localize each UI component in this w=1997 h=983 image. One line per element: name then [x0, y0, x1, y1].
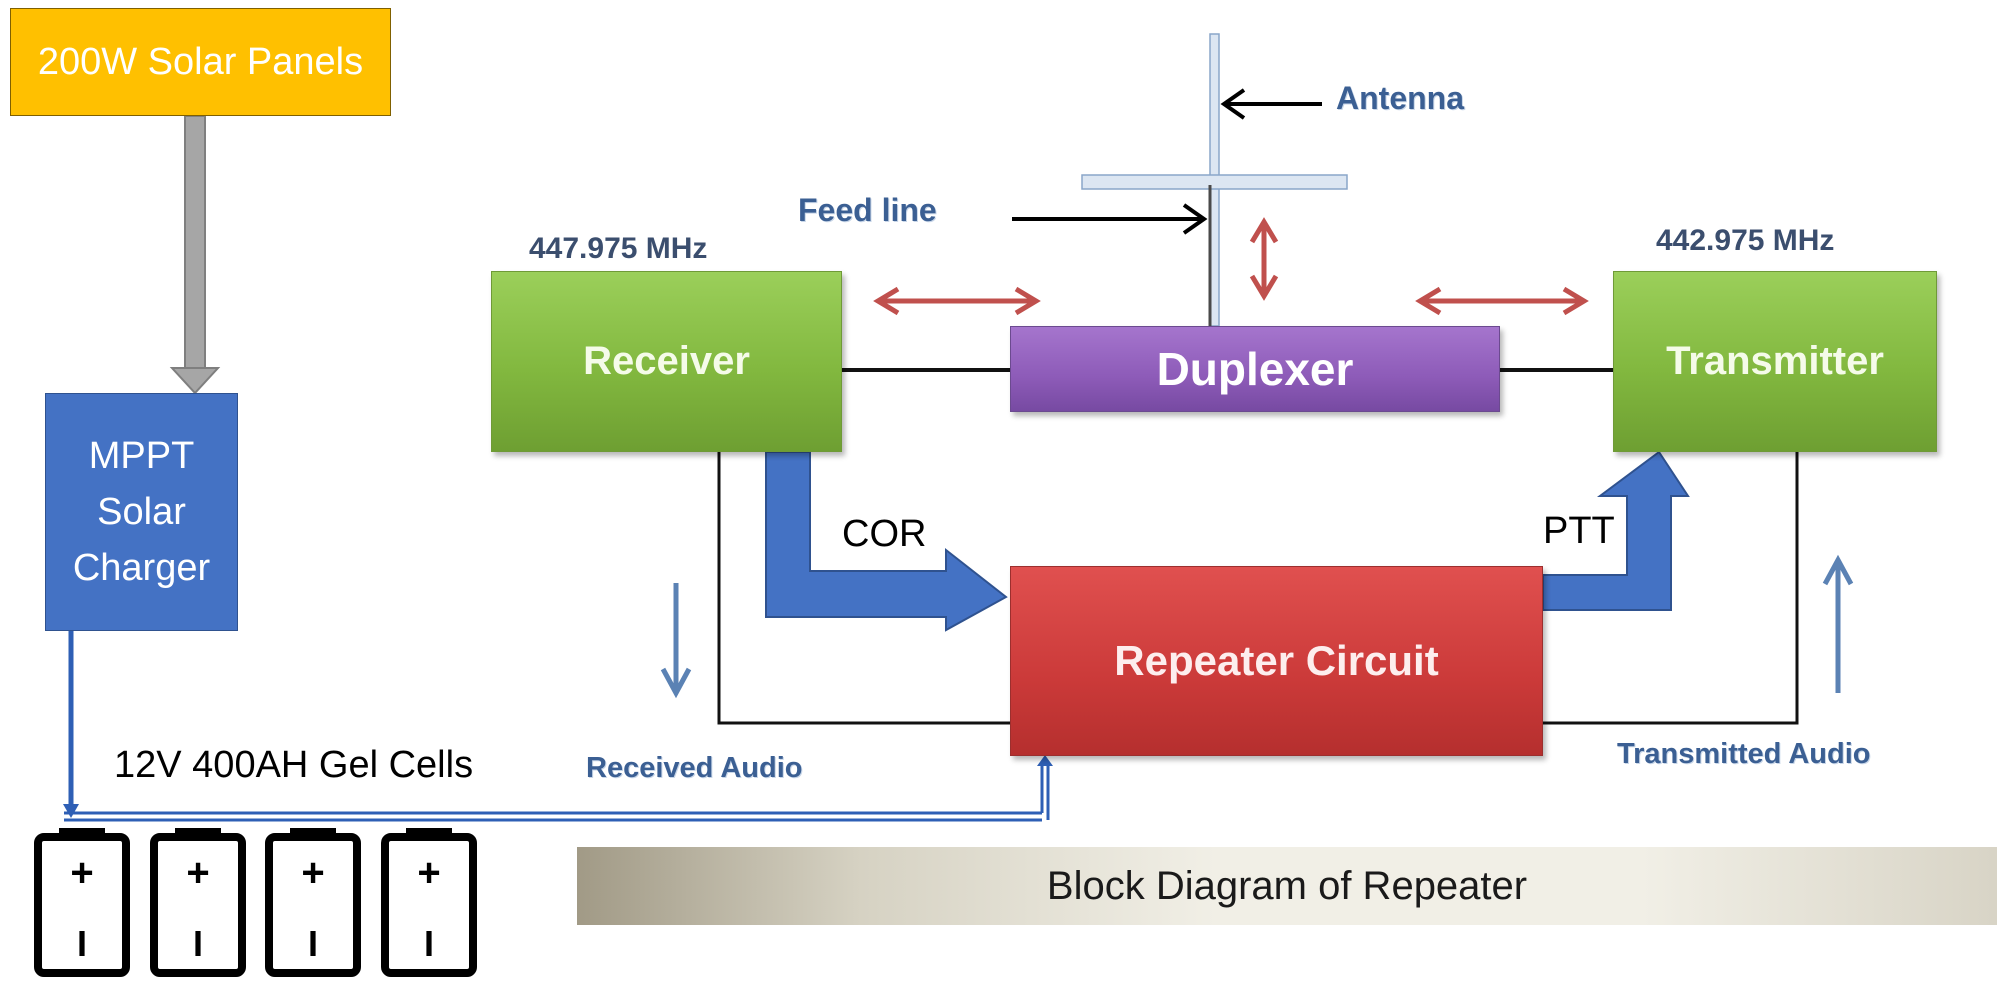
battery-body — [381, 833, 477, 977]
battery-body — [150, 833, 246, 977]
battery-plus-symbol: + — [70, 851, 93, 895]
battery-cell: +I — [265, 828, 361, 977]
receiver-label: Receiver — [583, 339, 750, 383]
ptt-block-arrow — [1542, 450, 1690, 611]
battery-minus-symbol: I — [77, 923, 87, 964]
battery-body — [265, 833, 361, 977]
repeater-circuit-label: Repeater Circuit — [1114, 637, 1439, 684]
solar-panels-label: 200W Solar Panels — [37, 41, 364, 83]
transmitter-label: Transmitter — [1666, 339, 1884, 383]
transmitted-audio-label: Transmitted Audio — [1617, 738, 1871, 770]
battery-cell: +I — [150, 828, 246, 977]
battery-plus-symbol: + — [301, 851, 324, 895]
rf-antenna-duplexer-arrow — [1249, 217, 1279, 301]
antenna-pointer-arrow — [1220, 88, 1322, 120]
transmitted-audio-line — [1543, 452, 1799, 725]
repeater-circuit-box: Repeater Circuit — [1010, 566, 1543, 756]
charger-to-battery-wire — [63, 631, 79, 818]
battery-to-repeater-wire — [64, 755, 1053, 822]
solar-panels-box: 200W Solar Panels — [10, 8, 391, 116]
battery-plus-symbol: + — [186, 851, 209, 895]
received-audio-arrow — [660, 583, 692, 699]
ptt-label: PTT — [1543, 510, 1615, 552]
battery-cell: +I — [34, 828, 130, 977]
feed-line-label: Feed line — [798, 192, 937, 228]
received-audio-line — [717, 452, 1010, 725]
transmitter-box: Transmitter — [1613, 271, 1937, 452]
duplexer-box: Duplexer — [1010, 326, 1500, 412]
solar-to-charger-arrow — [169, 115, 221, 395]
receiver-frequency: 447.975 MHz — [529, 232, 708, 265]
transmitter-frequency: 442.975 MHz — [1656, 224, 1835, 257]
duplexer-label: Duplexer — [1156, 343, 1354, 395]
battery-cell: +I — [381, 828, 477, 977]
receiver-box: Receiver — [491, 271, 842, 452]
transmitted-audio-arrow — [1822, 554, 1854, 693]
battery-minus-symbol: I — [308, 923, 318, 964]
cor-block-arrow — [765, 451, 1008, 632]
rf-duplexer-transmitter-arrow — [1415, 286, 1589, 316]
antenna — [1081, 33, 1348, 327]
battery-minus-symbol: I — [424, 923, 434, 964]
feed-line-pointer-arrow — [1012, 203, 1208, 235]
received-audio-label: Received Audio — [586, 752, 803, 784]
battery-bank-label: 12V 400AH Gel Cells — [114, 744, 474, 786]
antenna-label: Antenna — [1336, 80, 1464, 116]
mppt-charger-box: MPPT Solar Charger — [45, 393, 238, 631]
diagram-title: Block Diagram of Repeater — [1046, 863, 1528, 908]
battery-minus-symbol: I — [193, 923, 203, 964]
mppt-charger-label: MPPT Solar Charger — [72, 435, 211, 589]
cor-label: COR — [842, 513, 927, 555]
diagram-title-banner: Block Diagram of Repeater — [577, 847, 1997, 925]
battery-plus-symbol: + — [417, 851, 440, 895]
battery-body — [34, 833, 130, 977]
rf-receiver-duplexer-arrow — [873, 286, 1041, 316]
